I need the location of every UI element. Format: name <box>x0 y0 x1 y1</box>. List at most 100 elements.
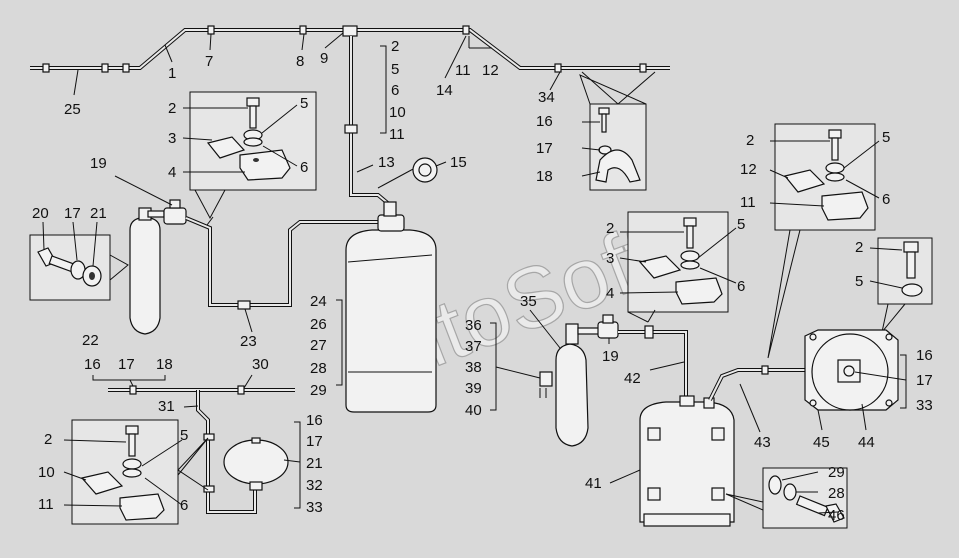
callout-21-left: 21 <box>90 205 107 222</box>
callout-16-right: 16 <box>916 347 933 364</box>
callout-12-box4: 12 <box>740 161 757 178</box>
callout-11-box5: 11 <box>38 496 54 513</box>
callout-33-right: 33 <box>916 397 933 414</box>
callout-19-left: 19 <box>90 155 107 172</box>
pipe-43 <box>708 365 846 433</box>
callout-7: 7 <box>205 53 213 70</box>
callout-29-bolt: 29 <box>828 464 845 481</box>
callout-30: 30 <box>252 356 269 373</box>
callout-46: 46 <box>828 507 845 524</box>
callout-28-bolt: 28 <box>828 485 845 502</box>
callout-17-left: 17 <box>64 205 81 222</box>
clamp-detail-box-2 <box>619 211 737 323</box>
callout-5-box1: 5 <box>300 95 308 112</box>
bolt-detail-box-3 <box>725 467 848 529</box>
callout-26: 26 <box>310 316 327 333</box>
callout-18-clamp: 18 <box>536 168 553 185</box>
callout-16-clamp: 16 <box>536 113 553 130</box>
callout-labels: 1 7 8 9 14 11 12 25 34 2 5 6 10 11 13 15… <box>32 38 933 524</box>
clamp-detail-leaders-1 <box>182 104 298 173</box>
callout-19-mid: 19 <box>602 348 619 365</box>
callout-42: 42 <box>624 370 641 387</box>
callout-45: 45 <box>813 434 830 451</box>
plate-44 <box>804 329 907 431</box>
callout-5-box2: 5 <box>737 216 745 233</box>
callout-4-box1: 4 <box>168 164 176 181</box>
vertical-pipe-13 <box>344 36 392 220</box>
callout-6-box1: 6 <box>300 159 308 176</box>
bolt-detail-box-2 <box>869 237 933 333</box>
callout-43: 43 <box>754 434 771 451</box>
pipe-cyl35-to-reducer <box>618 309 688 398</box>
callout-5-vert: 5 <box>391 61 399 78</box>
callout-38: 38 <box>465 359 482 376</box>
callout-22: 22 <box>82 332 99 349</box>
callout-37: 37 <box>465 338 482 355</box>
callout-16-tank: 16 <box>306 412 323 429</box>
callout-15: 15 <box>450 154 467 171</box>
callout-17-clamp: 17 <box>536 140 553 157</box>
callout-6-box4: 6 <box>882 191 890 208</box>
callout-16-bottom: 16 <box>84 356 101 373</box>
callout-2-box1: 2 <box>168 100 176 117</box>
top-pipe-line <box>30 25 670 73</box>
callout-9: 9 <box>320 50 328 67</box>
callout-14: 14 <box>436 82 453 99</box>
callout-2-box5: 2 <box>44 431 52 448</box>
callout-6-vert: 6 <box>391 82 399 99</box>
callout-11: 11 <box>455 62 471 79</box>
clamp-detail-box-5 <box>63 419 209 525</box>
callout-4-box2: 4 <box>606 285 614 302</box>
callout-41: 41 <box>585 475 602 492</box>
callout-5-box5: 5 <box>180 427 188 444</box>
callout-29-main: 29 <box>310 382 327 399</box>
clamp-detail-box-1 <box>189 91 317 220</box>
callout-2-box2: 2 <box>606 220 614 237</box>
bolt-detail-box <box>29 221 129 301</box>
callout-3-box1: 3 <box>168 130 176 147</box>
callout-17-tank: 17 <box>306 433 323 450</box>
callout-33-tank: 33 <box>306 499 323 516</box>
callout-2-vert: 2 <box>391 38 399 55</box>
cylinder-35 <box>490 309 619 447</box>
callout-17-bottom: 17 <box>118 356 135 373</box>
pipe-cyl22-to-main <box>185 213 392 333</box>
callout-12: 12 <box>482 62 499 79</box>
callout-18-bottom: 18 <box>156 356 173 373</box>
main-cylinder <box>336 201 437 413</box>
callout-10-vert: 10 <box>389 104 406 121</box>
callout-35: 35 <box>520 293 537 310</box>
callout-3-box2: 3 <box>606 250 614 267</box>
callout-39: 39 <box>465 380 482 397</box>
callout-36: 36 <box>465 317 482 334</box>
callout-1: 1 <box>168 65 176 82</box>
callout-2-right: 2 <box>855 239 863 256</box>
callout-20: 20 <box>32 205 49 222</box>
callout-24: 24 <box>310 293 327 310</box>
bottom-pipe-30 <box>92 374 295 514</box>
callout-40: 40 <box>465 402 482 419</box>
small-cylinder-22 <box>114 175 187 335</box>
callout-27: 27 <box>310 337 327 354</box>
callout-23: 23 <box>240 333 257 350</box>
clamp-detail-box-4 <box>767 123 880 359</box>
grommet-15 <box>412 157 447 183</box>
callout-25: 25 <box>64 101 81 118</box>
callout-11-vert: 11 <box>389 126 405 143</box>
clamp-detail-box-3 <box>579 71 656 191</box>
callout-10-box5: 10 <box>38 464 55 481</box>
reducer-41 <box>609 395 735 527</box>
callout-5-box4: 5 <box>882 129 890 146</box>
callout-6-box5: 6 <box>180 497 188 514</box>
callout-6-box2: 6 <box>737 278 745 295</box>
callout-34: 34 <box>538 89 555 106</box>
callout-5-right: 5 <box>855 273 863 290</box>
callout-31: 31 <box>158 398 175 415</box>
callout-11-box4: 11 <box>740 194 756 211</box>
callout-44: 44 <box>858 434 875 451</box>
callout-21-tank: 21 <box>306 455 323 472</box>
callout-13: 13 <box>378 154 395 171</box>
callout-2-box4: 2 <box>746 132 754 149</box>
callout-32: 32 <box>306 477 323 494</box>
